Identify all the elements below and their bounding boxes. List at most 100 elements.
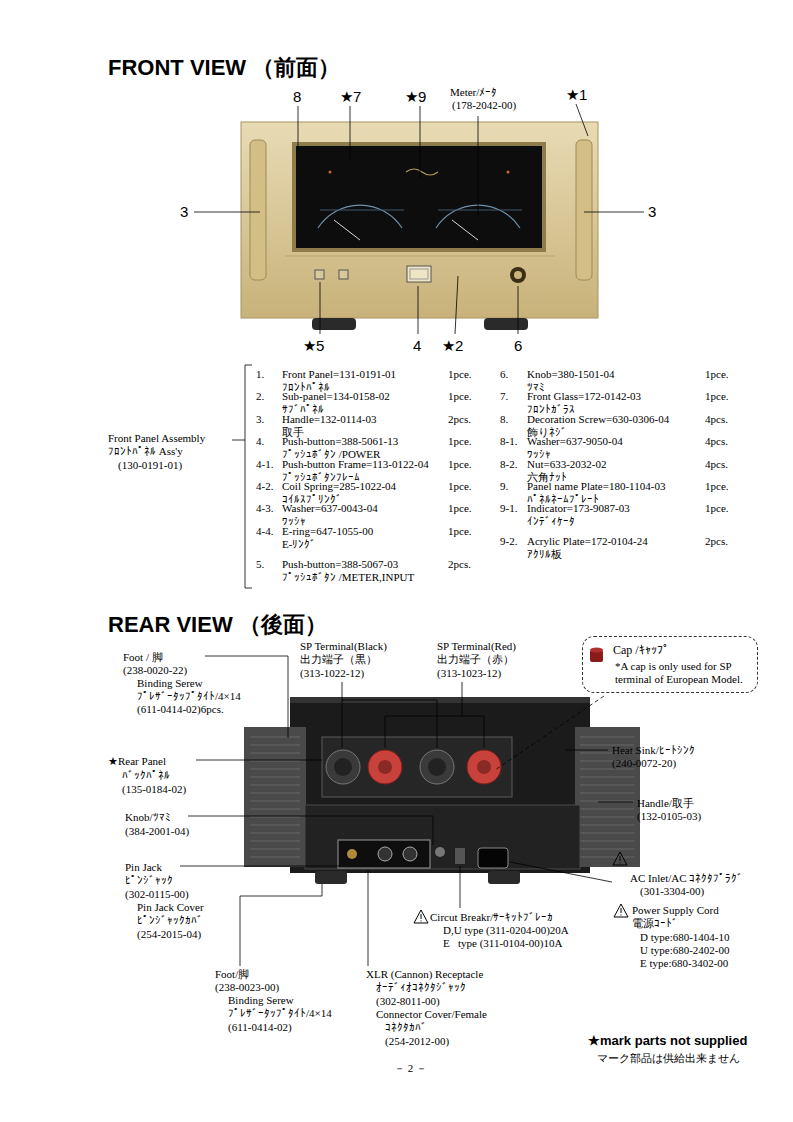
part-label: Panel name Plate=180-1104-03 (527, 480, 665, 493)
footer-note: ★mark parts not supplied (588, 1033, 747, 1049)
part-label: Knob/ﾂﾏﾐ (125, 811, 171, 824)
part-label: Circut Breakr/ｻｰｷｯﾄﾌﾞﾚｰｶ (430, 911, 553, 924)
part-label: 1pce. (705, 502, 729, 515)
part-label: 1pce. (705, 480, 729, 493)
part-label: (611-0414-02) (228, 1021, 292, 1034)
part-label: ﾌﾟｯｼｭﾎﾞﾀﾝ /METER,INPUT (282, 571, 414, 584)
view-heading: FRONT VIEW （前面） (108, 55, 340, 81)
part-label: 1pce. (705, 368, 729, 381)
part-label: SP Terminal(Red) (437, 640, 516, 653)
part-label: 2pcs. (705, 535, 728, 548)
part-label: 9. (500, 480, 508, 493)
part-label: Front Panel=131-0191-01 (282, 368, 396, 381)
part-label: Washer=637-9050-04 (527, 435, 623, 448)
part-label: 6. (500, 368, 508, 381)
part-label: 1pce. (448, 525, 472, 538)
part-label: Binding Serew (137, 677, 203, 690)
part-label: ﾊﾞｯｸﾊﾟﾈﾙ (122, 769, 170, 782)
note-title: Cap /ｷｬｯﾌﾟ (613, 643, 749, 657)
part-label: 1pce. (448, 458, 472, 471)
part-label: 5. (256, 558, 264, 571)
part-label: 8-1. (500, 435, 517, 448)
part-label: 4. (256, 435, 264, 448)
part-label: Power Supply Cord (632, 904, 719, 917)
part-label: Indicator=173-9087-03 (527, 502, 630, 515)
part-label: (238-0023-00) (215, 981, 279, 994)
part-label: 4pcs. (705, 435, 728, 448)
part-label: Push-button=388-5061-13 (282, 435, 398, 448)
part-label: (611-0414-02)6pcs. (137, 703, 224, 716)
part-label: 4-3. (256, 502, 273, 515)
part-label: (302-8011-00) (376, 995, 440, 1008)
part-label: Push-button=388-5067-03 (282, 558, 398, 571)
part-label: マーク部品は供給出来ません (597, 1052, 740, 1065)
part-label: Push-button Frame=113-0122-04 (282, 458, 429, 471)
part-label: － 2 － (394, 1062, 427, 1075)
callout-number: 8 (293, 88, 301, 105)
part-label: Pin Jack (125, 861, 162, 874)
part-label: (313-1023-12) (437, 667, 501, 680)
part-label: ｲﾝﾃﾞｨｹｰﾀ (527, 515, 575, 528)
part-label: (240-0072-20) (612, 757, 676, 770)
callout-number: 3 (180, 203, 188, 220)
callout-number: ★5 (303, 337, 324, 354)
warning-symbol (414, 852, 628, 923)
part-label: 2pcs. (448, 413, 471, 426)
callout-number: 3 (648, 203, 656, 220)
part-label: 出力端子（黒） (300, 653, 377, 666)
part-label: (301-3304-00) (640, 885, 704, 898)
part-label: (254-2015-04) (137, 928, 201, 941)
part-label: 1pce. (448, 502, 472, 515)
part-label: 1. (256, 368, 264, 381)
part-label: 4pcs. (705, 458, 728, 471)
part-label: Knob=380-1501-04 (527, 368, 614, 381)
part-label: SP Terminal(Black) (300, 640, 387, 653)
part-label: 電源ｺｰﾄﾞ (632, 917, 678, 930)
part-label: 4pcs. (705, 413, 728, 426)
part-label: XLR (Cannon) Receptacle (366, 968, 483, 981)
part-label: 8-2. (500, 458, 517, 471)
part-label: 1pce. (705, 390, 729, 403)
part-label: ★Rear Panel (108, 755, 166, 768)
part-label: (238-0020-22) (123, 664, 187, 677)
part-label: ｵｰﾃﾞｨｵｺﾈｸﾀｼﾞｬｯｸ (376, 981, 466, 994)
part-label: Handle=132-0114-03 (282, 413, 376, 426)
part-label: ﾋﾟﾝｼﾞｬｯｸ (125, 874, 173, 887)
callout-number: ★9 (405, 88, 426, 105)
callout-number: 6 (514, 337, 522, 354)
leader-lines (180, 656, 633, 966)
part-label: E type (311-0104-00)10A (443, 937, 562, 950)
part-label: 2. (256, 390, 264, 403)
part-label: E-ﾘﾝｸﾞ (282, 538, 316, 551)
part-label: Binding Serew (228, 994, 294, 1007)
part-label: Heat Sink/ﾋｰﾄｼﾝｸ (612, 744, 695, 757)
part-label: 9-2. (500, 535, 517, 548)
part-label: (384-2001-04) (125, 825, 189, 838)
part-label: ﾌﾛﾝﾄﾊﾟﾈﾙ Ass'y (108, 445, 183, 458)
part-label: 7. (500, 390, 508, 403)
part-label: 8. (500, 413, 508, 426)
part-label: Front Glass=172-0142-03 (527, 390, 641, 403)
part-label: Pin Jack Cover (137, 901, 204, 914)
part-label: Nut=633-2032-02 (527, 458, 607, 471)
part-label: (254-2012-00) (385, 1035, 449, 1048)
part-label: (135-0184-02) (122, 783, 186, 796)
part-label: 1pce. (448, 480, 472, 493)
part-label: Handle/取手 (637, 797, 694, 810)
part-label: D type:680-1404-10 (640, 931, 730, 944)
part-label: (178-2042-00) (452, 99, 516, 112)
view-heading: REAR VIEW （後面） (108, 612, 327, 638)
part-label: Meter/ﾒｰﾀ (450, 86, 497, 99)
callout-number: ★2 (442, 337, 463, 354)
part-label: Coil Spring=285-1022-04 (282, 480, 396, 493)
rear-amplifier (244, 697, 640, 884)
part-label: D,U type (311-0204-00)20A (443, 924, 569, 937)
part-label: Acrylic Plate=172-0104-24 (527, 535, 648, 548)
part-label: 9-1. (500, 502, 517, 515)
callout-number: 4 (413, 337, 421, 354)
part-label: Foot / 脚 (123, 651, 163, 664)
part-label: Front Panel Assembly (108, 432, 205, 445)
part-label: E-ring=647-1055-00 (282, 525, 373, 538)
part-label: 4-2. (256, 480, 273, 493)
part-label: ｱｸﾘﾙ板 (527, 548, 562, 561)
